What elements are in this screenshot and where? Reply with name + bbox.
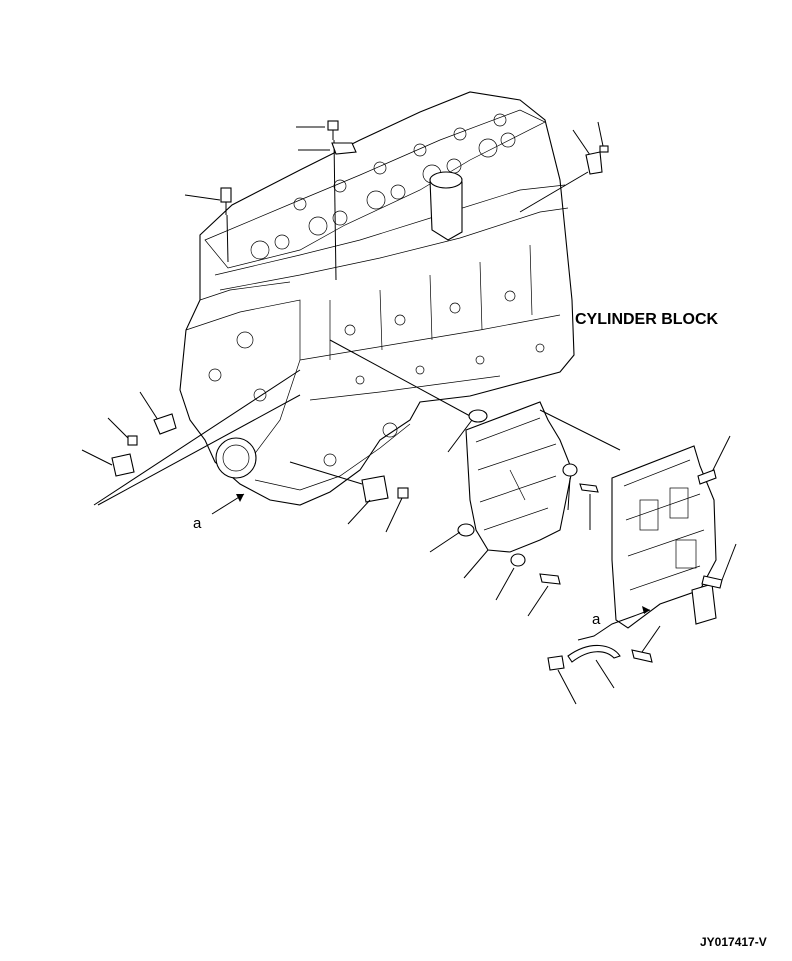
block-side-details [208,244,561,467]
part-top-bracket [298,142,357,155]
part-front-sensor-left [81,369,301,506]
part-front-sensor-lower [289,461,409,533]
ecm-mounting-bracket [429,401,621,579]
ecm-bolts [697,435,737,589]
part-top-bolt [296,120,339,281]
valve-pockets [250,113,516,260]
callout-a-left-arrow [211,493,245,515]
part-temperature-sensor [184,187,232,263]
figure-code: JY017417-V [700,935,767,949]
engine-controller-unit [611,445,717,629]
callout-a-left: a [193,515,202,532]
harness-line-to-ecm [329,339,471,417]
ground-strap [547,625,661,705]
ecm-mount-isolators [495,463,599,617]
part-rear-sensor [519,121,609,213]
callout-a-right: a [592,611,601,628]
callout-a-right-arrow [577,606,651,641]
assembly-label: CYLINDER BLOCK [575,311,719,328]
cylinder-block-illustration [179,91,575,506]
